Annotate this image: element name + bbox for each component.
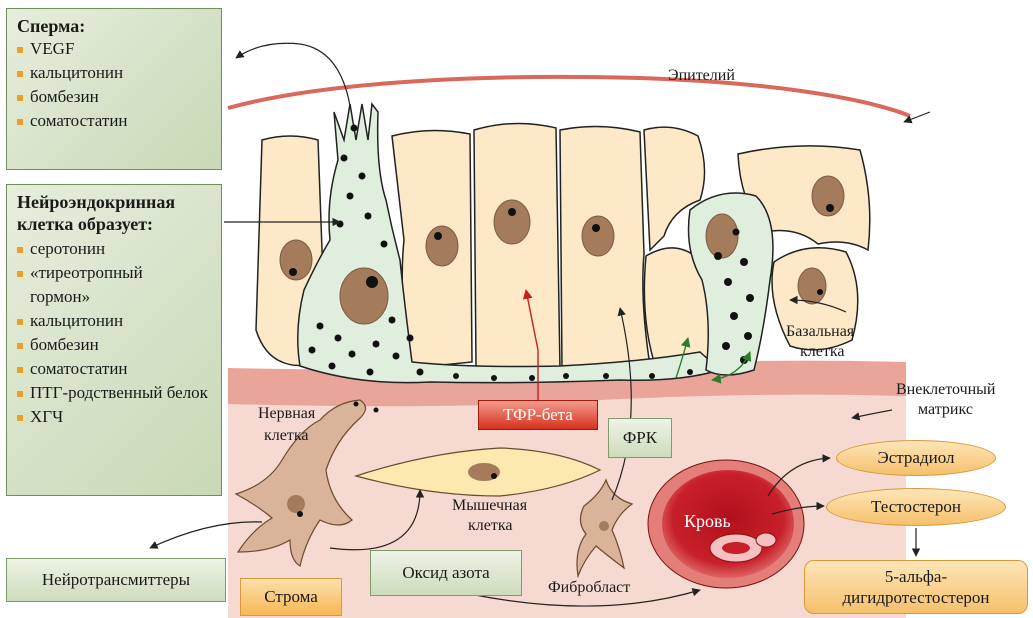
list-item: кальцитонин [17, 309, 211, 333]
fgf-tag: ФРК [608, 418, 672, 458]
basal-cell-label-1: Базальная [786, 322, 854, 341]
nitric-oxide-tag: Оксид азота [370, 550, 522, 596]
tgf-beta-tag: ТФР-бета [478, 400, 598, 430]
dht-line1: 5-альфа- [843, 566, 990, 587]
neuro-box-title-line1: Нейроэндокринная [17, 191, 211, 213]
testosterone-oval: Тестостерон [826, 488, 1006, 526]
list-item: ПТГ-родственный белок [17, 381, 215, 405]
sperm-box: Сперма: VEGF кальцитонин бомбезин сомато… [6, 8, 222, 170]
nerve-cell-nucleus [287, 495, 305, 513]
nerve-cell-nucleolus [297, 511, 303, 517]
estradiol-oval: Эстрадиол [836, 440, 996, 476]
list-item: кальцитонин [17, 61, 211, 85]
nerve-terminal-2 [374, 408, 379, 413]
neuroendocrine-box: Нейроэндокринная клетка образует: серото… [6, 184, 222, 496]
ecm-label-2: матрикс [918, 400, 973, 419]
nerve-cell-label-2: клетка [264, 426, 308, 445]
list-item: соматостатин [17, 109, 211, 133]
neuro-box-list: серотонин «тиреотропный гормон» кальцито… [17, 237, 211, 429]
list-item: серотонин [17, 237, 211, 261]
stroma-tag: Строма [240, 578, 342, 616]
nerve-cell-label-1: Нервная [258, 404, 315, 423]
muscle-cell-label-2: клетка [468, 516, 512, 535]
epithelium-surface [228, 77, 910, 116]
list-item: бомбезин [17, 85, 211, 109]
ecm-label-1: Внеклеточный [896, 380, 995, 399]
neurotransmitters-tag: Нейротрансмиттеры [6, 558, 226, 602]
arrow-to-sperm [236, 43, 350, 106]
dht-line2: дигидротестостерон [843, 587, 990, 608]
dht-box: 5-альфа- дигидротестостерон [804, 560, 1028, 614]
nerve-terminal [354, 402, 359, 407]
red-blood-cell-2 [756, 533, 776, 547]
list-item: «тиреотропный гормон» [17, 261, 200, 309]
list-item: соматостатин [17, 357, 211, 381]
red-blood-cell-center [722, 542, 750, 554]
muscle-cell-label-1: Мышечная [452, 496, 527, 515]
list-item: VEGF [17, 37, 211, 61]
list-item: бомбезин [17, 333, 211, 357]
fibroblast-label: Фибробласт [548, 578, 630, 597]
neuro-box-title-line2: клетка образует: [17, 213, 211, 235]
basal-cell-label-2: клетка [800, 342, 844, 361]
list-item: ХГЧ [17, 405, 211, 429]
blood-label: Кровь [684, 512, 731, 531]
sperm-box-list: VEGF кальцитонин бомбезин соматостатин [17, 37, 211, 133]
sperm-box-title: Сперма: [17, 15, 211, 37]
epithelium-label: Эпителий [668, 66, 735, 85]
